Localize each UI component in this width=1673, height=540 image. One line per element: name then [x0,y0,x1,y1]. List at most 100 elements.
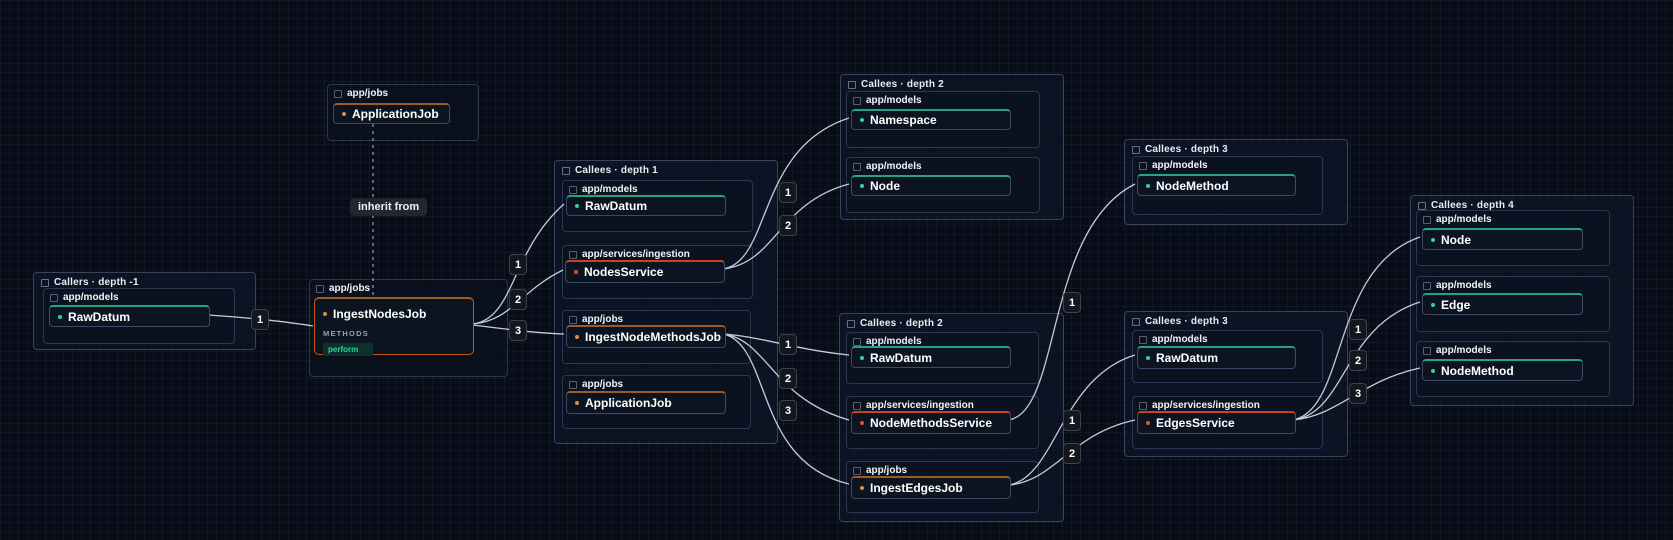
package-header[interactable]: app/services/ingestion [1133,397,1322,414]
package-header[interactable]: app/models [847,92,1039,109]
package-header[interactable]: app/models [1133,331,1322,348]
node-type-dot-icon [575,204,579,208]
package-app-services-ingestion: app/services/ingestion NodeMethodsServic… [846,396,1039,449]
node-rawdatum[interactable]: RawDatum [1137,346,1296,369]
package-name: app/models [1152,334,1208,345]
edge-order-badge: 2 [1063,443,1081,464]
package-header[interactable]: app/jobs [563,376,750,393]
package-header[interactable]: app/models [1133,157,1322,174]
node-type-dot-icon [575,335,579,339]
node-applicationjob[interactable]: ApplicationJob [566,391,726,414]
node-rawdatum[interactable]: RawDatum [566,195,726,216]
package-header[interactable]: app/models [1417,211,1609,228]
package-icon [853,96,861,105]
group-collapse-icon[interactable] [1132,317,1140,326]
package-app-jobs: app/jobs IngestEdgesJob [846,461,1039,513]
group-callees-depth-2-top: Callees · depth 2 app/models Namespace a… [840,74,1064,220]
node-ingestedgesjob[interactable]: IngestEdgesJob [851,476,1011,499]
package-icon [334,89,342,98]
package-app-jobs-root: app/jobs IngestNodesJob METHODS perform [309,279,508,377]
package-icon [569,250,577,259]
package-app-models: app/models NodeMethod [1132,156,1323,215]
package-header[interactable]: app/jobs [847,462,1038,479]
group-collapse-icon[interactable] [1132,145,1140,154]
node-type-dot-icon [860,118,864,122]
package-name: app/models [1436,345,1492,356]
package-name: app/services/ingestion [582,249,690,260]
group-title: Callees · depth 2 [861,79,944,90]
package-app-models: app/models NodeMethod [1416,341,1610,397]
package-header[interactable]: app/jobs [563,311,750,328]
node-nodemethodsservice[interactable]: NodeMethodsService [851,411,1011,434]
edge-order-badge: 1 [251,309,269,330]
node-nodemethod[interactable]: NodeMethod [1137,174,1296,196]
group-header[interactable]: Callees · depth 1 [555,161,777,180]
node-type-dot-icon [1146,356,1150,360]
group-header[interactable]: Callers · depth -1 [34,273,255,292]
node-type-dot-icon [1431,368,1435,373]
group-callees-depth-3-top: Callees · depth 3 app/models NodeMethod [1124,139,1348,225]
group-callees-depth-4: Callees · depth 4 app/models Node app/mo… [1410,195,1634,406]
node-type-dot-icon [1146,421,1150,425]
group-header[interactable]: Callees · depth 2 [841,75,1063,94]
node-type-dot-icon [323,312,327,316]
node-applicationjob[interactable]: ApplicationJob [333,103,450,124]
package-header[interactable]: app/jobs [328,85,478,102]
package-header[interactable]: app/models [563,181,752,198]
node-node[interactable]: Node [1422,228,1583,250]
method-perform[interactable]: perform [323,343,373,356]
node-ingestnodesjob[interactable]: IngestNodesJob METHODS perform [314,297,474,356]
edge-order-badge: 1 [1063,410,1081,431]
package-header[interactable]: app/jobs [310,280,507,297]
package-icon [1423,215,1431,224]
node-type-dot-icon [1146,183,1150,188]
node-edgesservice[interactable]: EdgesService [1137,411,1296,434]
node-type-dot-icon [58,314,62,319]
group-collapse-icon[interactable] [41,278,49,287]
node-ingestnodemethodsjob[interactable]: IngestNodeMethodsJob [566,325,726,348]
node-node[interactable]: Node [851,175,1011,196]
node-nodemethod[interactable]: NodeMethod [1422,359,1583,381]
group-title: Callers · depth -1 [54,277,139,288]
package-app-models: app/models RawDatum [1132,330,1323,383]
group-collapse-icon[interactable] [562,166,570,175]
node-rawdatum[interactable]: RawDatum [851,346,1011,368]
node-namespace[interactable]: Namespace [851,109,1011,130]
edge-order-badge: 2 [509,289,527,310]
package-icon [853,162,861,171]
node-nodesservice[interactable]: NodesService [565,260,725,283]
node-edge[interactable]: Edge [1422,293,1583,315]
group-header[interactable]: Callees · depth 2 [840,314,1063,333]
edge-order-badge: 3 [509,320,527,341]
package-header[interactable]: app/models [847,158,1039,175]
node-type-dot-icon [1431,302,1435,307]
group-collapse-icon[interactable] [1418,201,1426,210]
package-header[interactable]: app/services/ingestion [563,246,752,263]
package-header[interactable]: app/services/ingestion [847,397,1038,414]
group-title: Callees · depth 1 [575,165,658,176]
edge-order-badge: 1 [509,254,527,275]
group-header[interactable]: Callees · depth 4 [1411,196,1633,215]
package-header[interactable]: app/models [44,289,234,306]
group-collapse-icon[interactable] [847,319,855,328]
edge-label-inherit-from: inherit from [350,198,428,216]
package-app-models: app/models Node [1416,210,1610,266]
package-icon [316,284,324,293]
edge-order-badge: 1 [779,182,797,203]
group-header[interactable]: Callees · depth 3 [1125,140,1347,159]
package-icon [569,315,577,324]
node-type-dot-icon [575,401,579,405]
package-app-models: app/models RawDatum [562,180,753,232]
group-collapse-icon[interactable] [848,80,856,89]
edge-order-badge: 3 [779,400,797,421]
node-rawdatum[interactable]: RawDatum [49,305,210,327]
package-name: app/models [1436,280,1492,291]
package-name: app/jobs [866,465,908,476]
group-header[interactable]: Callees · depth 3 [1125,312,1347,331]
package-name: app/jobs [582,379,624,390]
package-header[interactable]: app/models [1417,342,1609,359]
package-header[interactable]: app/models [1417,277,1609,294]
package-header[interactable]: app/models [847,333,1038,350]
package-name: app/models [866,336,922,347]
